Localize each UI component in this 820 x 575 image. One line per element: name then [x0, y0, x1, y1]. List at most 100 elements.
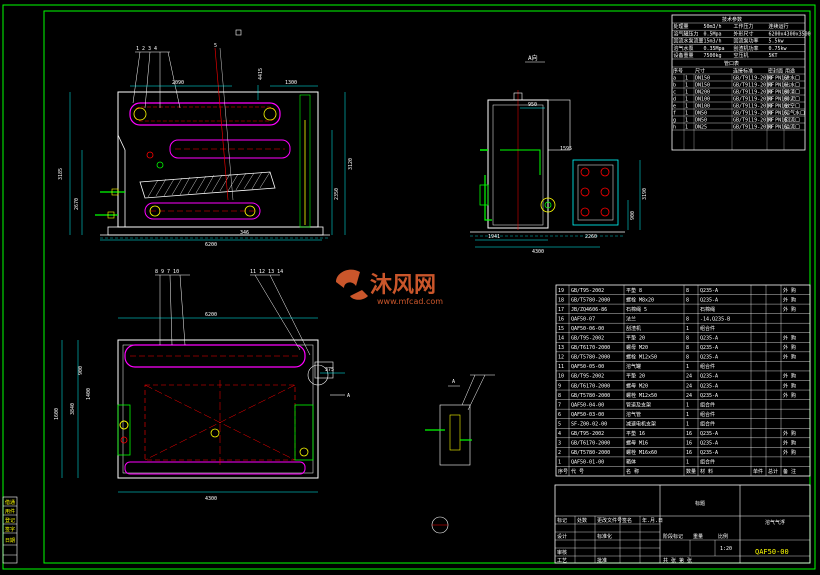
- parts-list-cell: 平垫 16: [626, 430, 645, 437]
- nozzle-table-cell: 排泥口: [785, 96, 800, 103]
- tech-table-cell: 5KT: [769, 53, 778, 59]
- parts-list-cell: 管道及支架: [626, 401, 651, 408]
- parts-list-cell: 螺栓 M16x60: [626, 449, 657, 456]
- parts-list-cell: 石棉绳 5: [626, 306, 647, 313]
- nozzle-table-cell: 进水口: [785, 75, 800, 82]
- nozzle-table-cell: 出水口: [785, 82, 800, 89]
- nozzle-table-cell: RF: [768, 111, 774, 117]
- parts-list-cell: 4: [558, 431, 561, 437]
- parts-list-cell: GB/T5780-2000: [571, 450, 610, 456]
- nozzle-table-cell: DN100: [695, 97, 710, 103]
- nozzle-table-cell: 溢流口: [785, 124, 800, 131]
- parts-list-cell: 8: [686, 355, 689, 361]
- title-label: 比例: [718, 533, 728, 540]
- nozzle-table-header: 连接标准: [733, 68, 753, 75]
- drawing-number: QAF50-00: [755, 548, 789, 556]
- parts-list-cell: 组合件: [700, 420, 715, 427]
- parts-list-cell: -14,Q235-B: [700, 316, 730, 322]
- parts-list-header: 总计: [768, 468, 778, 475]
- parts-list-cell: 螺栓 M12x50: [626, 354, 657, 361]
- tech-table-cell: 溶气罐压力: [674, 30, 699, 37]
- parts-list-cell: GB/T5780-2000: [571, 393, 610, 399]
- parts-list-cell: 外 购: [783, 430, 796, 437]
- tech-table-cell: 连续运行: [769, 23, 789, 30]
- dim-label: 4300: [532, 249, 544, 255]
- dim-label: 6200: [205, 312, 217, 318]
- parts-list-cell: 8: [686, 316, 689, 322]
- parts-list-cell: 9: [558, 383, 561, 389]
- parts-list-header: 数量: [686, 468, 696, 475]
- parts-list-cell: Q235-A: [700, 393, 718, 399]
- left-strip-label: 借通: [5, 499, 15, 506]
- nozzle-table-cell: GB/T9119-2010 PN16: [733, 97, 787, 103]
- parts-list-cell: 螺母 M20: [626, 344, 648, 351]
- title-label: 更改文件号: [597, 517, 622, 524]
- parts-list-cell: GB/T5780-2000: [571, 355, 610, 361]
- parts-list-cell: 螺母 M16: [626, 440, 648, 447]
- parts-list-cell: QAF50-03-00: [571, 412, 604, 418]
- tech-table-cell: 处理量: [674, 23, 689, 30]
- title-label: 标准化: [597, 533, 612, 540]
- dim-label: 346: [240, 230, 249, 236]
- dim-label: 4300: [205, 496, 217, 502]
- parts-list-cell: 组合件: [700, 325, 715, 332]
- parts-list-cell: 16: [558, 316, 564, 322]
- parts-list-cell: 箱体: [626, 459, 636, 466]
- parts-list-cell: Q235-A: [700, 288, 718, 294]
- dim-label: 1600: [54, 408, 60, 420]
- nozzle-table-cell: 1: [685, 125, 688, 131]
- reference-square: [235, 29, 242, 36]
- parts-list-cell: SF-Z00-02-00: [571, 421, 607, 427]
- dim-label: 2670: [74, 198, 80, 210]
- dim-label: 900: [630, 211, 636, 220]
- nozzle-table-cell: RF: [768, 83, 774, 89]
- parts-list-cell: 1: [686, 402, 689, 408]
- title-label: 阶段标记: [663, 533, 683, 540]
- dim-label: 2260: [585, 234, 597, 240]
- parts-list-cell: 减速电机支架: [626, 420, 656, 427]
- nozzle-table-cell: GB/T9119-2010 PN16: [733, 104, 787, 110]
- nozzle-table-cell: GB/T9119-2010 PN16: [733, 118, 787, 124]
- side-view-title: A向: [528, 54, 538, 62]
- parts-list-cell: 外 购: [783, 440, 796, 447]
- nozzle-table-cell: h: [673, 125, 676, 131]
- dim-label: 3185: [58, 168, 64, 180]
- tech-table-cell: 6200x4300x3500: [769, 31, 811, 37]
- parts-list-cell: 刮渣机: [626, 325, 641, 332]
- title-label: 处数: [577, 517, 587, 524]
- tech-table-cell: 15m3/h: [704, 39, 722, 45]
- dim-label: 2090: [172, 80, 184, 86]
- nozzle-table-cell: 1: [685, 104, 688, 110]
- nozzle-table-cell: a: [673, 76, 676, 82]
- parts-list-cell: 16: [686, 441, 692, 447]
- nozzle-table-cell: DN50: [695, 118, 707, 124]
- nozzle-table-cell: RF: [768, 104, 774, 110]
- parts-list-cell: GB/T95-2002: [571, 336, 604, 342]
- outer-frame: [2, 4, 816, 570]
- tech-table-cell: 5.5kw: [769, 39, 785, 45]
- parts-list-cell: 2: [558, 450, 561, 456]
- top-part-numbers-2: 11 12 13 14: [250, 269, 283, 275]
- dim-label: 2350: [334, 188, 340, 200]
- nozzle-table-cell: RF: [768, 76, 774, 82]
- tech-table-cell: 刮渣机功率: [734, 45, 759, 52]
- title-label: 年.月.日: [642, 517, 663, 524]
- title-label: 审核: [557, 549, 567, 556]
- parts-list-cell: JB/ZQ4606-86: [571, 307, 607, 313]
- parts-list-cell: Q235-A: [700, 345, 718, 351]
- nozzle-table-cell: DN50: [695, 111, 707, 117]
- company-name: 标题: [695, 500, 705, 507]
- nozzle-table-cell: GB/T9119-2010 PN16: [733, 90, 787, 96]
- parts-list-cell: 1: [686, 326, 689, 332]
- parts-list-cell: 24: [686, 374, 692, 380]
- parts-list-cell: 16: [686, 431, 692, 437]
- parts-list-cell: 18: [558, 297, 564, 303]
- parts-list-cell: GB/T95-2002: [571, 288, 604, 294]
- parts-list-header: 单件: [753, 468, 763, 475]
- nozzle-table-cell: 1: [685, 90, 688, 96]
- nozzle-table-cell: 1: [685, 76, 688, 82]
- dim-label: 3190: [642, 188, 648, 200]
- parts-list-cell: 16: [686, 450, 692, 456]
- nozzle-table-cell: 回流口: [785, 117, 800, 124]
